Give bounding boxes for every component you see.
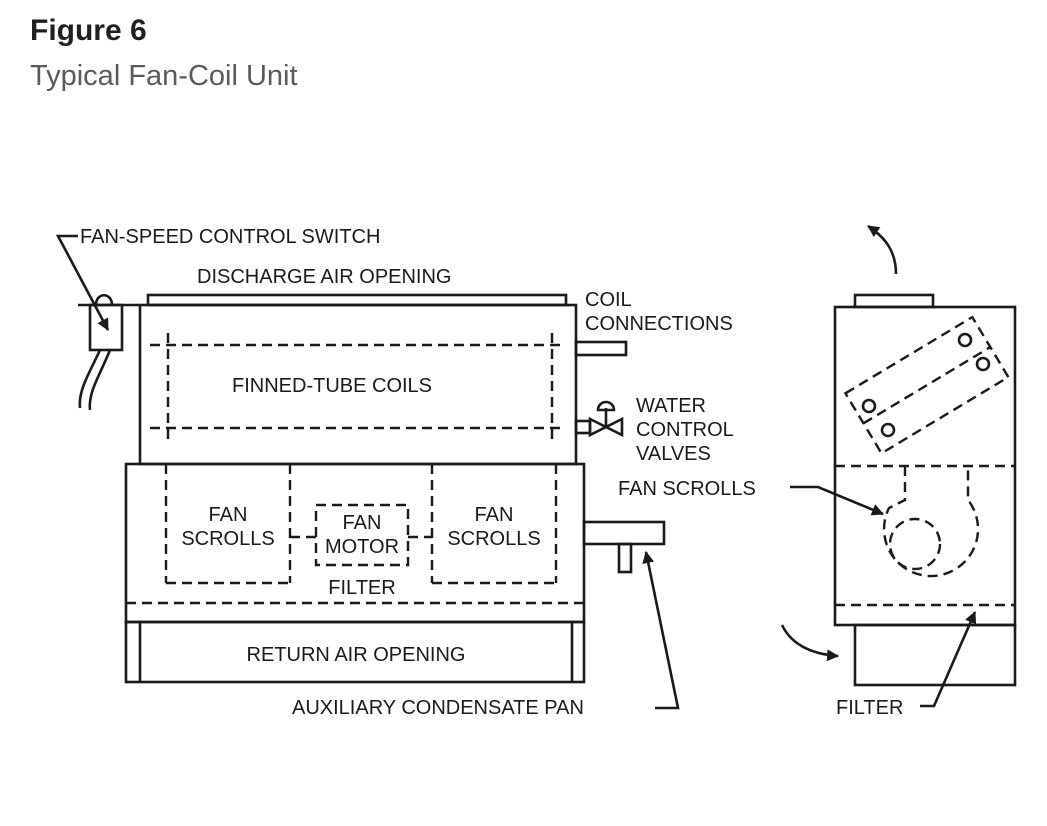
coil-tube xyxy=(861,398,877,414)
label-fan-scrolls-right-2: SCROLLS xyxy=(447,528,540,550)
fan-motor-box xyxy=(314,503,410,567)
coil-tube xyxy=(880,422,896,438)
condensate-drain-stub xyxy=(617,542,633,574)
label-water-valves-3: VALVES xyxy=(636,443,711,465)
label-return-air: RETURN AIR OPENING xyxy=(247,644,466,666)
label-fan-scrolls-left-1: FAN xyxy=(209,504,248,526)
figure-number: Figure 6 xyxy=(30,14,147,47)
filter-leader-arrow xyxy=(920,611,977,708)
label-filter-side: FILTER xyxy=(836,697,903,719)
auxiliary-condensate-pan xyxy=(582,520,666,546)
coil-tube xyxy=(957,332,973,348)
discharge-airflow-arrow-icon xyxy=(867,224,898,275)
label-fan-scrolls-right-1: FAN xyxy=(475,504,514,526)
label-fan-scrolls-left-2: SCROLLS xyxy=(181,528,274,550)
coil-connection-pipe xyxy=(574,340,628,357)
fan-scrolls-leader-arrow xyxy=(790,485,884,516)
label-discharge-air: DISCHARGE AIR OPENING xyxy=(197,266,452,288)
label-finned-tube-coils: FINNED-TUBE COILS xyxy=(232,375,432,397)
switch-cable-2 xyxy=(88,349,112,411)
label-water-valves-1: WATER xyxy=(636,395,706,417)
label-coil-connections-2: CONNECTIONS xyxy=(585,313,733,335)
side-fan-scroll xyxy=(882,466,980,578)
label-fan-motor-1: FAN xyxy=(343,512,382,534)
label-fan-scrolls-side: FAN SCROLLS xyxy=(618,478,756,500)
label-coil-connections-1: COIL xyxy=(585,289,632,311)
coil-tube xyxy=(975,356,991,372)
side-discharge-collar xyxy=(853,293,935,309)
condensate-leader-arrow xyxy=(642,551,680,710)
side-return-base xyxy=(853,623,1017,687)
return-airflow-arrow-icon xyxy=(780,624,839,662)
water-control-valve-icon xyxy=(574,400,624,438)
label-fan-speed-switch: FAN-SPEED CONTROL SWITCH xyxy=(80,226,380,248)
side-view xyxy=(780,224,1017,708)
figure-title: Typical Fan-Coil Unit xyxy=(30,60,298,92)
side-coil xyxy=(843,315,1010,455)
discharge-opening-strip xyxy=(146,293,568,307)
switch-cable-1 xyxy=(78,349,102,409)
label-fan-motor-2: MOTOR xyxy=(325,536,399,558)
label-filter-front: FILTER xyxy=(328,577,395,599)
switch-leader-arrow xyxy=(55,234,110,331)
label-aux-condensate-pan: AUXILIARY CONDENSATE PAN xyxy=(292,697,584,719)
front-view xyxy=(55,234,680,710)
side-fan-wheel xyxy=(888,517,942,571)
return-air-base xyxy=(124,620,586,684)
switch-knob xyxy=(94,293,114,306)
label-water-valves-2: CONTROL xyxy=(636,419,734,441)
